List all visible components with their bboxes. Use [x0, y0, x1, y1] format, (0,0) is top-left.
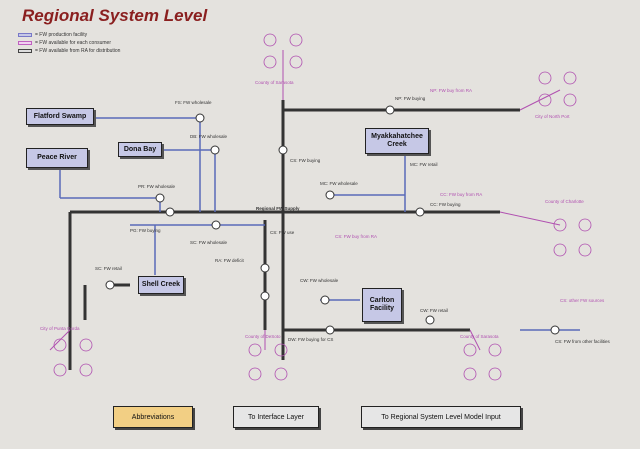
legend-swatch: [18, 41, 32, 45]
valve-nodes: [105, 105, 560, 335]
label-cs-buying: CS: FW buying: [290, 158, 321, 163]
label-cc-buy-from-ra: CC: FW buy from RA: [440, 192, 482, 197]
label-dw-buying: DW: FW buying for CS: [288, 337, 333, 342]
label-db-wholesale: DB: FW wholesale: [190, 134, 228, 139]
legend-swatch: [18, 33, 32, 37]
model-input-button[interactable]: To Regional System Level Model Input: [361, 406, 521, 428]
label-city-punta-gorda: City of Punta Gorda: [40, 326, 80, 331]
diagram-labels: FS: FW wholesale DB: FW wholesale PR: FW…: [40, 80, 611, 344]
consumer-lines: [49, 50, 561, 351]
facility-shell-creek[interactable]: Shell Creek: [138, 276, 184, 294]
feeder-lines: [59, 117, 580, 331]
facility-myakkahatchee-creek[interactable]: Myakkahatchee Creek: [365, 128, 429, 154]
pipes: [68, 100, 520, 370]
label-pg-buying: PG: FW buying: [130, 228, 161, 233]
facility-peace-river[interactable]: Peace River: [26, 148, 88, 168]
abbreviations-button[interactable]: Abbreviations: [113, 406, 193, 428]
label-ra-deficit: RA: FW deficit: [215, 258, 245, 263]
label-cs-other-sources: CS: other FW sources: [560, 298, 605, 303]
gauge-cluster-sarasota-south: [463, 343, 502, 381]
legend-label: = FW available for each consumer: [35, 40, 112, 46]
label-regional-supply: Regional FW Supply: [256, 206, 300, 211]
label-np-buying: NP: FW buying: [395, 96, 426, 101]
interface-layer-button[interactable]: To Interface Layer: [233, 406, 319, 428]
label-sc-retail: SC: FW retail: [95, 266, 122, 271]
label-cs-buy-from-ra: CS: FW buy from RA: [335, 234, 377, 239]
label-county-desoto: County of DeSoto: [245, 334, 281, 339]
label-mc-retail: MC: FW retail: [410, 162, 438, 167]
legend-item: = FW available for each consumer: [18, 39, 120, 47]
facility-dona-bay[interactable]: Dona Bay: [118, 142, 162, 157]
legend-label: = FW available from RA for distribution: [35, 48, 121, 54]
label-mc-wholesale: MC: FW wholesale: [320, 181, 358, 186]
label-cs-use: CS: FW use: [270, 230, 295, 235]
legend: = FW production facility = FW available …: [18, 31, 120, 55]
legend-item: = FW available from RA for distribution: [18, 47, 120, 55]
label-cw-retail: CW: FW retail: [420, 308, 448, 313]
label-county-sarasota-2: County of Sarasota: [460, 334, 499, 339]
gauge-cluster-desoto: [248, 343, 288, 381]
gauge-cluster-northport: [538, 71, 577, 107]
gauge-cluster-charlotte: [553, 218, 592, 257]
label-cs-from-other: CS: FW from other facilities: [555, 339, 611, 344]
legend-item: = FW production facility: [18, 31, 120, 39]
legend-label: = FW production facility: [35, 32, 88, 38]
label-pr-wholesale: PR: FW wholesale: [138, 184, 176, 189]
label-city-north-port: City of North Port: [535, 114, 570, 119]
legend-swatch: [18, 49, 32, 53]
label-np-buy-from-ra: NP: FW buy from RA: [430, 88, 472, 93]
label-fs-wholesale: FS: FW wholesale: [175, 100, 212, 105]
label-cc-buying: CC: FW buying: [430, 202, 461, 207]
page-title: Regional System Level: [22, 6, 208, 25]
label-cw-wholesale: CW: FW wholesale: [300, 278, 339, 283]
label-county-charlotte: County of Charlotte: [545, 199, 584, 204]
label-county-sarasota: County of Sarasota: [255, 80, 294, 85]
facility-carlton[interactable]: Carlton Facility: [362, 288, 402, 322]
gauge-cluster-puntagorda: [53, 338, 93, 377]
gauge-cluster-sarasota: [263, 33, 303, 69]
facility-flatford-swamp[interactable]: Flatford Swamp: [26, 108, 94, 125]
label-sc-wholesale: SC: FW wholesale: [190, 240, 228, 245]
